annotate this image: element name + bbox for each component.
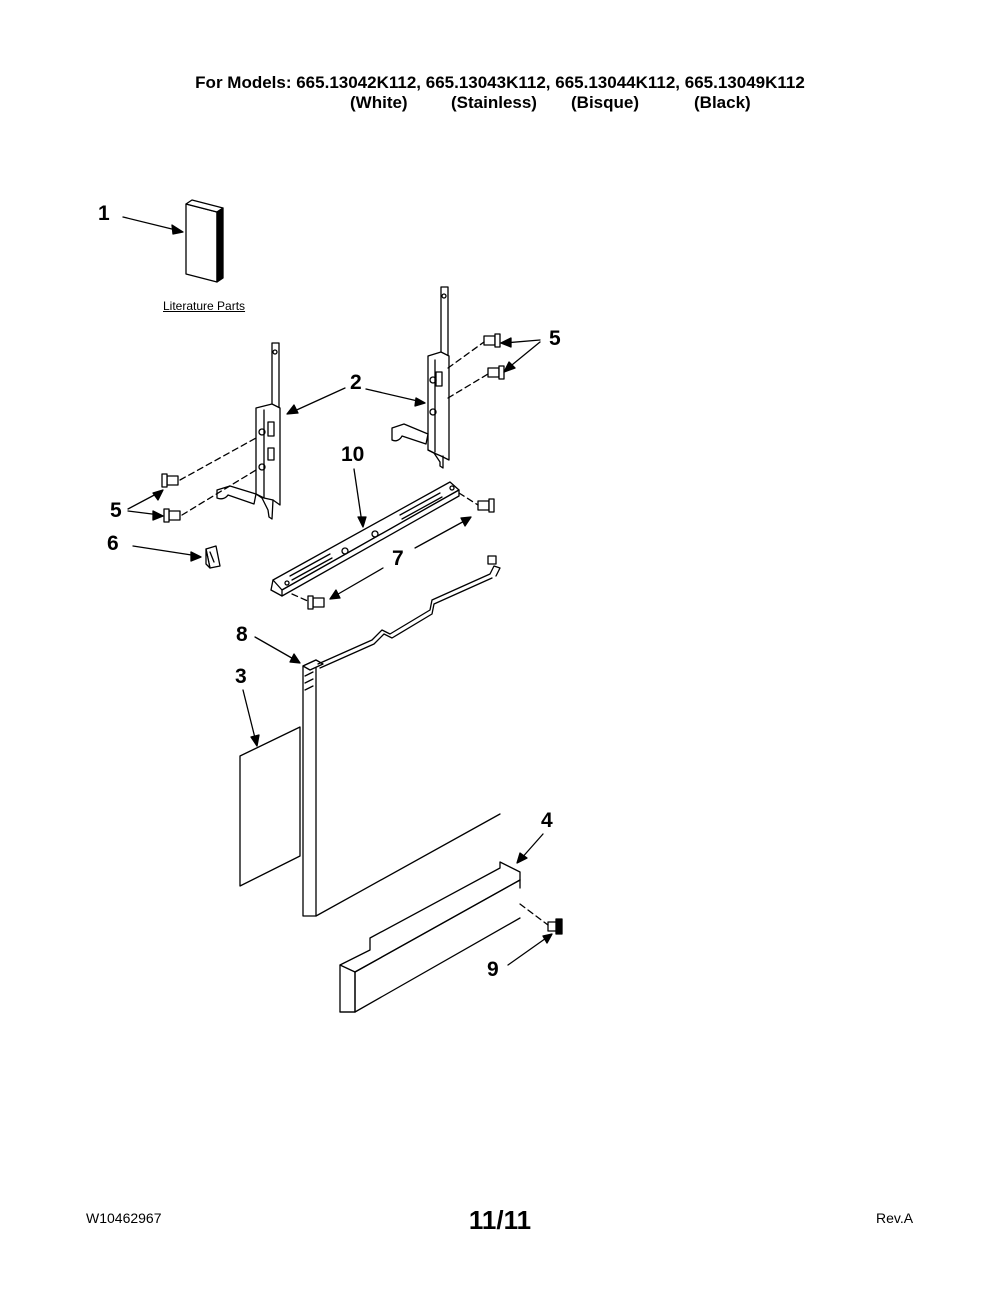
callout-5-left: 5: [110, 499, 122, 522]
leader-10: [353, 468, 363, 524]
arrowhead-5-lower: [503, 361, 516, 373]
hinge-screws-right: [483, 333, 505, 380]
door-cable: [317, 555, 501, 669]
arrowhead-6: [190, 551, 202, 562]
callout-6: 6: [107, 532, 119, 555]
side-trim: [302, 659, 324, 917]
color-bisque: (Bisque): [571, 93, 639, 112]
door-rail: [270, 481, 460, 597]
clip-part: [205, 545, 221, 569]
right-hinge-bracket: [391, 286, 450, 469]
toe-panel: [339, 861, 521, 1013]
callout-4: 4: [541, 809, 553, 832]
callout-3: 3: [235, 665, 247, 688]
callout-1: 1: [98, 202, 110, 225]
arrowhead-2-right: [414, 397, 426, 407]
arrowhead-10: [357, 516, 367, 528]
callout-10: 10: [341, 443, 365, 466]
literature-parts-label: Literature Parts: [163, 299, 246, 313]
dashed-screw-paths: [179, 341, 489, 516]
rail-screw-right: [477, 498, 495, 513]
callout-9: 9: [487, 958, 499, 981]
arrowhead-8: [289, 653, 301, 664]
rail-screw-left: [307, 595, 325, 610]
color-black: (Black): [694, 93, 751, 112]
leader-1: [122, 216, 181, 232]
leader-9: [507, 935, 550, 966]
callout-2: 2: [350, 371, 362, 394]
arrowhead-4: [516, 852, 528, 864]
arrowhead-7-left: [329, 589, 341, 600]
left-hinge-bracket: [216, 342, 281, 520]
callout-7: 7: [392, 547, 404, 570]
leader-2-right: [365, 388, 423, 403]
color-stainless: (Stainless): [451, 93, 537, 112]
arrowhead-1: [171, 224, 184, 235]
color-white: (White): [350, 93, 408, 112]
page-number: 11/11: [468, 1205, 532, 1235]
arrowhead-5-left-lower: [152, 510, 164, 521]
panel-insert: [239, 726, 301, 887]
arrowhead-9: [542, 933, 553, 944]
arrowhead-5-upper: [500, 337, 512, 348]
callout-8: 8: [236, 623, 248, 646]
dashed-rail-screw-right: [458, 492, 479, 506]
doc-number: W10462967: [86, 1210, 162, 1226]
hinge-screws-left: [161, 473, 181, 523]
toe-panel-screw: [547, 918, 563, 935]
leader-7-right: [414, 518, 469, 549]
leader-7-left: [332, 567, 384, 598]
arrowhead-5-left-upper: [152, 489, 164, 501]
leader-2-left: [289, 387, 346, 414]
leader-5-lower: [506, 341, 541, 370]
dashed-rail-screw-left: [291, 593, 311, 603]
dashed-toe-screw: [519, 903, 549, 926]
arrowhead-2-left: [286, 404, 299, 415]
revision-label: Rev.A: [876, 1210, 914, 1226]
models-header: For Models: 665.13042K112, 665.13043K112…: [195, 73, 805, 92]
door-panel: [315, 813, 501, 917]
arrowhead-7-right: [460, 516, 472, 527]
model-colors-row: (White) (Stainless) (Bisque) (Black): [0, 93, 1000, 115]
arrowhead-3: [250, 734, 260, 747]
leader-6: [132, 545, 199, 557]
leader-8: [254, 636, 298, 662]
callout-5-right: 5: [549, 327, 561, 350]
leader-3: [242, 689, 257, 743]
literature-booklet: [185, 199, 224, 283]
